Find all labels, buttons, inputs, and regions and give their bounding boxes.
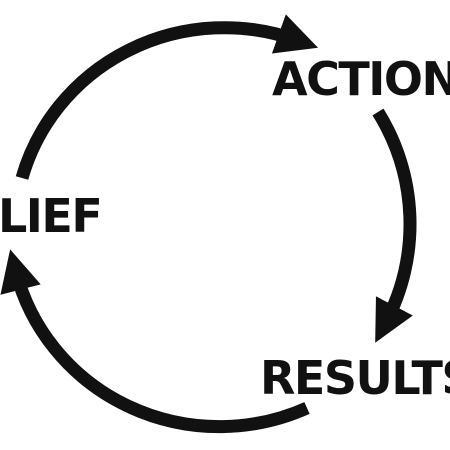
node-label-action: ACTION [272, 52, 450, 106]
node-label-belief: LIEF [0, 189, 101, 243]
node-label-results: RESULTS [260, 351, 450, 405]
arrow-results-to-belief [0, 249, 310, 434]
arrow-action-to-results [372, 108, 417, 343]
arrow-belief-to-action [15, 14, 319, 180]
